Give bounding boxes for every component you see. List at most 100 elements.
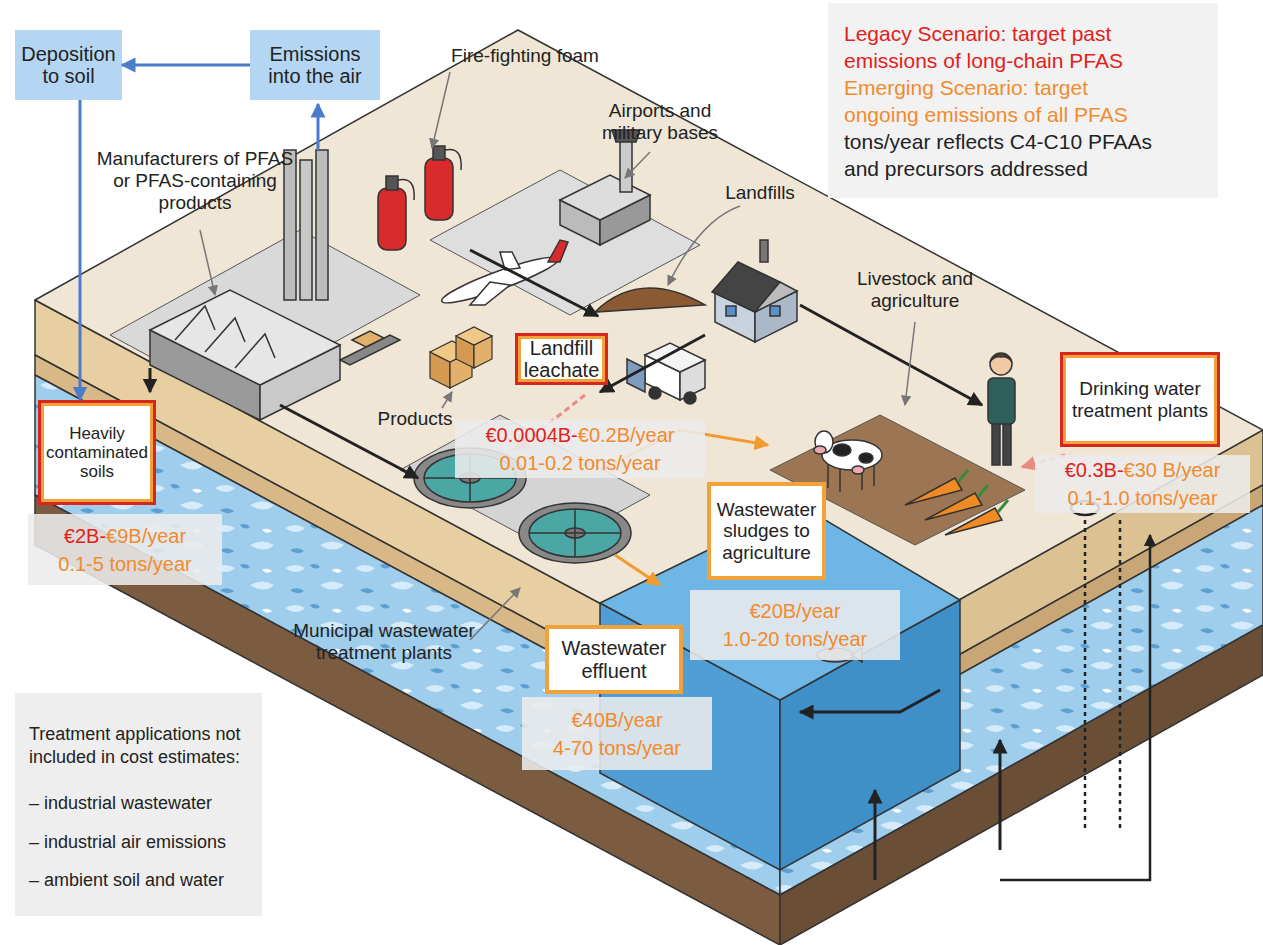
fire-extinguishers [425,158,453,220]
text-line: – industrial wastewater [29,792,212,815]
sludge-arrows [615,555,660,585]
drinking-well [1000,535,1150,880]
node-text: Wastewater effluent [562,637,667,681]
node-text: – industrial wastewater [29,793,212,813]
text-line: €2B-€9B/year [64,522,186,550]
node-text: Deposition to soil [21,43,116,87]
landfill-and-truck [645,343,705,372]
flow-connector [122,64,250,67]
ground-pads [110,170,1025,550]
flow-connector [79,100,82,400]
text-line: Deposition to soil [19,43,118,88]
node-text: Heavily contaminated soils [46,424,148,481]
treatment-box: Wastewater sludges to agriculture [707,482,826,580]
person [992,420,1000,465]
part-label: Municipal wastewater treatment plants [288,620,480,664]
drinking-well [1084,520,1087,830]
leader-lines [625,152,650,178]
text-line: Legacy Scenario: target past emissions o… [844,20,1160,74]
landfill-and-truck [595,288,705,312]
flow-arrows [149,368,152,392]
cow-and-carrots [814,446,826,454]
airport [439,130,650,310]
factory [300,160,312,300]
node-text: tons/year reflects C4-C10 PFAAs and prec… [844,130,1152,180]
cost-box: €40B/year4-70 tons/year [522,697,712,770]
node-text: – industrial air emissions [29,832,226,852]
treatment-box: Landfill leachate [515,333,608,385]
wastewater-plant [529,509,621,557]
flow-arrows [600,335,705,392]
node-text: €9B/year [106,525,186,547]
flow-arrows [999,740,1002,850]
text-line: €40B/year [571,706,662,734]
flow-arrows [800,690,940,712]
scenario-panel: Legacy Scenario: target past emissions o… [828,3,1218,198]
leader-lines [200,230,215,295]
text-line: 0.1-1.0 tons/year [1067,484,1217,512]
node-text: 0.01-0.2 tons/year [499,452,660,474]
node-text: €0.0004B- [485,424,577,446]
note-box: Treatment applications not included in c… [15,693,262,916]
text-line: Emissions into the air [254,43,376,88]
node-text: Treatment applications not included in c… [29,724,240,767]
leader-lines [668,206,740,285]
node-text: €20B/year [749,600,840,622]
node-text: €30 B/year [1124,459,1221,481]
leader-lines [905,322,915,405]
part-label: Airports and military bases [598,100,722,144]
node-text: Landfill leachate [524,337,600,381]
person [990,354,1012,362]
leader-lines [200,72,915,640]
person [988,378,1015,424]
text-line: €0.0004B-€0.2B/year [485,421,674,449]
emission-arrow [317,104,320,150]
airport [548,240,568,262]
flow-arrows [874,790,877,880]
cow-and-carrots [945,508,1002,535]
fire-extinguishers [398,179,414,200]
wastewater-plant [519,503,631,563]
flow-arrows [800,305,982,405]
node-text: 1.0-20 tons/year [723,628,868,650]
cost-box: €2B-€9B/year0.1-5 tons/year [28,514,222,585]
leader-lines [432,72,450,148]
airport [439,250,562,309]
emission-arrow [317,104,320,150]
node-text: Drinking water treatment plants [1072,378,1208,420]
text-line: Wastewater sludges to agriculture [713,499,820,563]
text-line: Heavily contaminated soils [43,424,151,481]
landfill-and-truck [595,288,705,404]
text-line: €20B/year [749,597,840,625]
node-text: Emissions into the air [268,43,361,87]
cost-box: €20B/year 1.0-20 tons/year [690,590,900,660]
airport [560,175,650,220]
node-text: Legacy Scenario: target past emissions o… [844,22,1123,72]
treatment-box: Wastewater effluent [545,625,683,694]
ground-slab [35,30,1263,700]
fire-extinguishers [445,149,461,170]
airport [470,282,510,305]
node-text: – ambient soil and water [29,870,224,890]
fire-extinguishers [378,146,461,250]
treatment-box: Heavily contaminated soils [38,400,156,505]
text-line: – ambient soil and water [29,869,224,892]
text-line: 4-70 tons/year [553,734,681,762]
node-text: €0.2B/year [578,424,675,446]
text-line: tons/year reflects C4-C10 PFAAs and prec… [844,128,1160,182]
text-line: 1.0-20 tons/year [723,625,868,653]
drinking-well [1119,520,1122,830]
part-label: Livestock and agriculture [850,268,980,312]
part-label: Landfills [720,182,800,204]
part-label: Fire-fighting foam [440,45,610,67]
text-line: – industrial air emissions [29,831,226,854]
text-line: Treatment applications not included in c… [29,723,254,768]
treatment-box: Drinking water treatment plants [1060,352,1220,447]
cow-and-carrots [814,431,1008,535]
flow-arrows [150,250,1000,880]
fire-extinguishers [378,188,406,250]
factory [352,331,384,347]
text-line: Wastewater effluent [551,637,677,682]
